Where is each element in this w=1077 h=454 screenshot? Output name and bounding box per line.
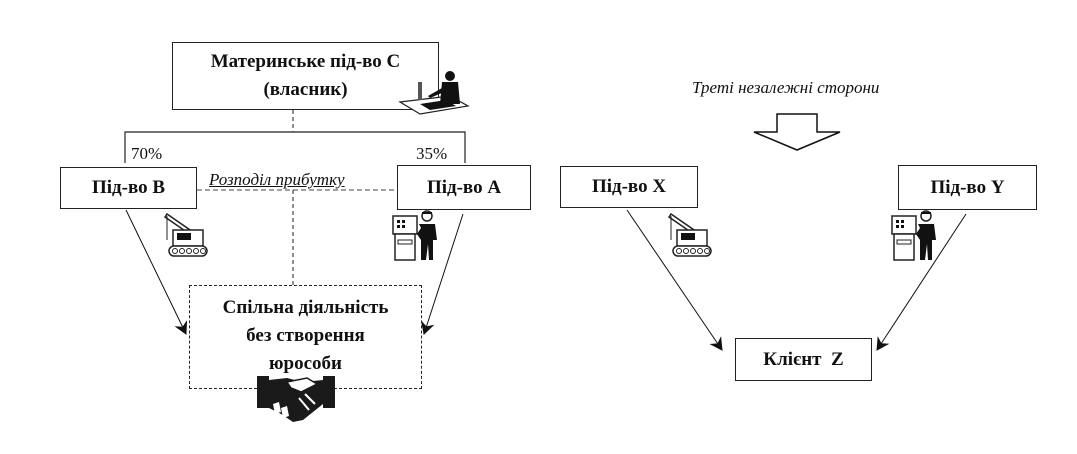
profit-distribution-label: Розподіл прибутку bbox=[209, 170, 345, 189]
down-arrow-icon bbox=[753, 113, 841, 151]
company-x-label: Під-во X bbox=[591, 176, 667, 197]
joint-activity-line3: юрособи bbox=[269, 353, 342, 374]
share-b-label: 70% bbox=[131, 144, 163, 163]
joint-activity-line1: Спільна діяльність bbox=[222, 297, 389, 318]
factory-worker-control-panel-icon bbox=[392, 210, 437, 261]
subsidiary-a-label: Під-во А bbox=[426, 176, 502, 198]
client-z-label: Клієнт Z bbox=[763, 348, 844, 370]
arrow-y-to-client bbox=[876, 213, 967, 351]
subsidiary-b-label: Під-во В bbox=[91, 177, 166, 198]
third-parties-caption: Треті незалежні сторони bbox=[692, 78, 880, 97]
joint-activity-line2: без створення bbox=[246, 325, 365, 346]
arrow-b-to-joint bbox=[125, 209, 188, 335]
parent-company-name: Материнське під-во С bbox=[210, 51, 401, 72]
company-y-label: Під-во Y bbox=[930, 176, 1005, 198]
factory-worker-control-panel-icon bbox=[891, 210, 936, 261]
subsidiary-a-box: Під-во А bbox=[397, 165, 531, 210]
businessman-at-desk-icon bbox=[398, 71, 470, 115]
joint-activity-box: Спільна діяльність без створення юрособи bbox=[189, 285, 422, 389]
arrow-a-to-joint bbox=[421, 213, 464, 335]
ownership-bracket-line bbox=[124, 131, 466, 163]
handshake-icon bbox=[257, 376, 335, 422]
parent-company-box: Материнське під-во С (власник) bbox=[172, 42, 439, 110]
share-a-label: 35% bbox=[416, 144, 448, 163]
crane-excavator-icon bbox=[667, 212, 712, 257]
subsidiary-b-box: Під-во В bbox=[60, 167, 197, 209]
company-y-box: Під-во Y bbox=[898, 165, 1037, 210]
client-z-box: Клієнт Z bbox=[735, 338, 872, 381]
arrow-x-to-client bbox=[626, 209, 723, 351]
parent-company-role: (власник) bbox=[263, 79, 348, 100]
company-x-box: Під-во X bbox=[560, 166, 698, 208]
crane-excavator-icon bbox=[163, 212, 208, 257]
